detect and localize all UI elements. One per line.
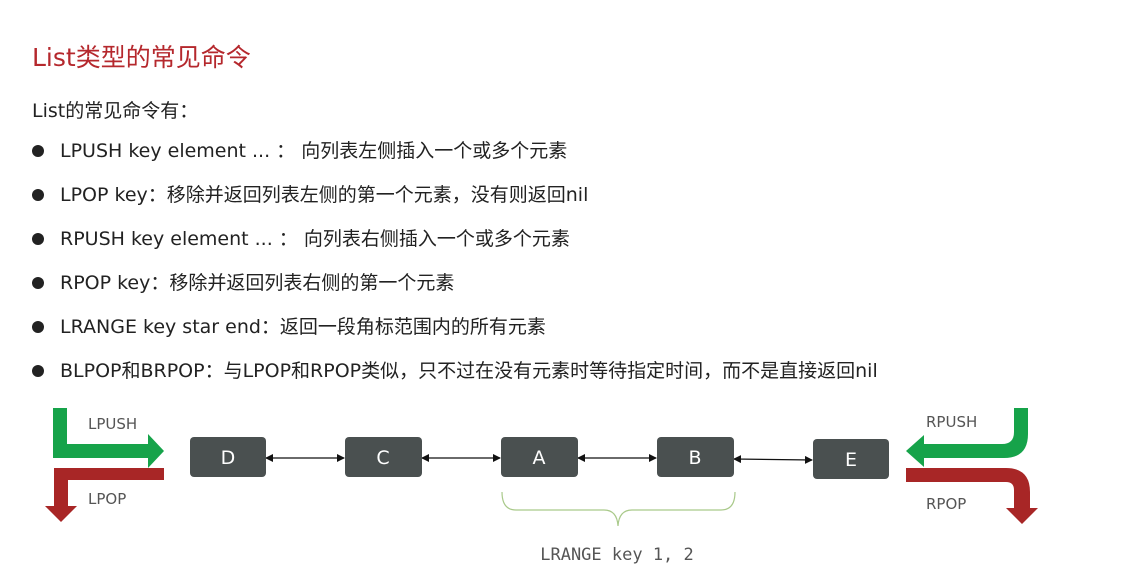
command-text: LPUSH key element ... ： 向列表左侧插入一个或多个元素 xyxy=(60,140,568,162)
rpush-label: RPUSH xyxy=(926,413,977,431)
list-item: BLPOP和BRPOP：与LPOP和RPOP类似，只不过在没有元素时等待指定时间… xyxy=(28,356,878,400)
command-text: RPOP key：移除并返回列表右侧的第一个元素 xyxy=(60,272,455,294)
list-item: LPUSH key element ... ： 向列表左侧插入一个或多个元素 xyxy=(28,136,878,180)
bullet-icon xyxy=(32,233,44,245)
rpop-label: RPOP xyxy=(926,495,966,513)
range-brace xyxy=(501,491,736,527)
list-item: LPOP key：移除并返回列表左侧的第一个元素，没有则返回nil xyxy=(28,180,878,224)
bullet-icon xyxy=(32,321,44,333)
command-text: BLPOP和BRPOP：与LPOP和RPOP类似，只不过在没有元素时等待指定时间… xyxy=(60,360,878,382)
node-label: C xyxy=(376,447,389,469)
intro-text: List的常见命令有： xyxy=(32,100,199,122)
lpush-label: LPUSH xyxy=(88,415,137,433)
link-connector xyxy=(733,455,813,464)
node-label: B xyxy=(688,447,701,469)
list-item: RPOP key：移除并返回列表右侧的第一个元素 xyxy=(28,268,878,312)
list-item: RPUSH key element ... ： 向列表右侧插入一个或多个元素 xyxy=(28,224,878,268)
list-diagram: LPUSH LPOP RPUSH RPOP D C A B E LRANGE k… xyxy=(45,408,1038,565)
list-node: D xyxy=(190,437,266,477)
node-label: D xyxy=(221,447,236,469)
list-node: E xyxy=(813,439,889,479)
command-text: LPOP key：移除并返回列表左侧的第一个元素，没有则返回nil xyxy=(60,184,589,206)
lpop-label: LPOP xyxy=(88,490,126,508)
page-title: List类型的常见命令 xyxy=(32,43,251,72)
node-label: A xyxy=(533,447,546,469)
command-text: LRANGE key star end：返回一段角标范围内的所有元素 xyxy=(60,316,546,338)
lpop-arrow-icon xyxy=(45,468,164,522)
command-text: RPUSH key element ... ： 向列表右侧插入一个或多个元素 xyxy=(60,228,570,250)
bullet-icon xyxy=(32,365,44,377)
bullet-icon xyxy=(32,145,44,157)
rpop-arrow-icon xyxy=(906,468,1038,524)
bullet-icon xyxy=(32,189,44,201)
list-node: A xyxy=(501,437,578,477)
range-label: LRANGE key 1, 2 xyxy=(540,545,694,565)
command-list: LPUSH key element ... ： 向列表左侧插入一个或多个元素 L… xyxy=(28,136,878,400)
list-item: LRANGE key star end：返回一段角标范围内的所有元素 xyxy=(28,312,878,356)
list-node: B xyxy=(657,437,734,477)
lpush-arrow-icon xyxy=(53,408,164,468)
rpush-arrow-icon xyxy=(906,408,1028,467)
list-node: C xyxy=(345,437,422,477)
node-label: E xyxy=(845,449,857,471)
bullet-icon xyxy=(32,277,44,289)
